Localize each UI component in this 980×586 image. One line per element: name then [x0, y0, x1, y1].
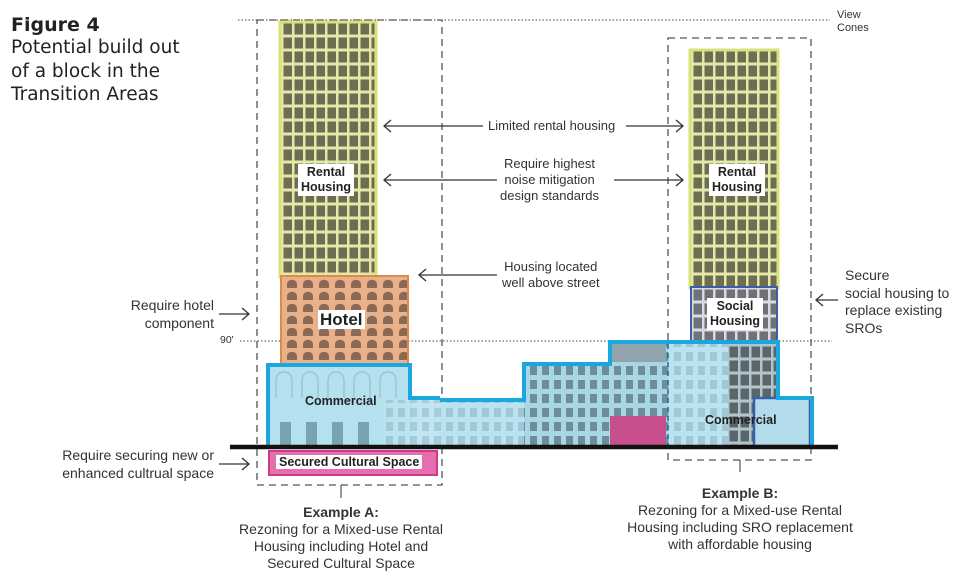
view-cones-label-line: Cones	[837, 22, 869, 34]
annotation-line: enhanced cultrual space	[62, 465, 214, 481]
label-line: Rental	[306, 165, 346, 179]
annotation-line: design standards	[500, 188, 600, 203]
limited-rental-arrows	[383, 119, 684, 133]
commercial-b-label: Commercial	[705, 413, 777, 427]
annotation-line: Require hotel	[130, 297, 214, 313]
label-line: Social	[716, 299, 754, 313]
example-a-title: Example A:	[303, 504, 379, 520]
figure-number: Figure 4	[11, 14, 100, 36]
noise-mitigation-arrows	[383, 173, 684, 187]
rental-housing-a-label: Rental Housing	[298, 164, 354, 196]
existing-cultural-storefront	[610, 416, 666, 446]
commercial-a-label: Commercial	[305, 394, 377, 408]
example-b-title: Example B:	[701, 485, 779, 501]
social-housing-label: Social Housing	[707, 298, 763, 330]
example-a-line: Rezoning for a Mixed-use Rental	[239, 521, 443, 537]
annotation-line: SROs	[845, 319, 883, 336]
housing-above-street-arrow	[418, 268, 497, 282]
commercial-a-outline	[266, 363, 440, 446]
figure-subtitle-line: of a block in the	[11, 60, 161, 82]
annotation-line: Housing located	[504, 259, 598, 274]
commercial-a-doors	[280, 422, 369, 446]
hotel-component-annotation: Require hotel component	[108, 296, 214, 332]
commercial-a-arches	[275, 371, 397, 398]
example-b-line: Housing including SRO replacement	[627, 519, 853, 535]
example-b-line: with affordable housing	[668, 536, 812, 552]
example-a-line: Secured Cultural Space	[267, 555, 415, 571]
social-housing-annotation: Secure social housing to replace existin…	[845, 267, 949, 337]
height-90-label: 90'	[220, 334, 234, 346]
label-line: Housing	[710, 314, 760, 328]
commercial-b-light	[668, 344, 728, 446]
example-a-caption: Example A: Rezoning for a Mixed-use Rent…	[221, 504, 461, 572]
mid-building	[524, 364, 610, 446]
figure-subtitle-line: Transition Areas	[11, 84, 159, 105]
hotel-component-arrow	[219, 307, 250, 321]
annotation-line: Secure	[845, 267, 890, 283]
label-line: Housing	[301, 180, 351, 194]
figure-title: Figure 4 Potential build out of a block …	[11, 14, 180, 107]
annotation-line: well above street	[502, 275, 600, 290]
annotation-line: Require highest	[503, 156, 596, 171]
label-line: Rental	[717, 165, 757, 179]
low-building	[440, 400, 524, 446]
view-cones-label: View Cones	[837, 9, 869, 35]
cultural-space-arrow	[219, 457, 250, 471]
noise-mitigation-annotation: Require highest noise mitigation design …	[500, 156, 599, 204]
annotation-line: social housing to	[845, 284, 950, 301]
rental-housing-b-label: Rental Housing	[709, 164, 765, 196]
annotation-line: replace existing	[845, 302, 943, 318]
secured-cultural-space-label: Secured Cultural Space	[276, 455, 423, 469]
cultural-space-annotation: Require securing new or enhanced cultrua…	[20, 446, 214, 482]
tower-a-rental-housing	[278, 20, 378, 279]
example-b-line: Rezoning for a Mixed-use Rental	[638, 502, 842, 518]
limited-rental-annotation: Limited rental housing	[488, 118, 616, 133]
annotation-line: component	[144, 315, 214, 331]
annotation-line: Require securing new or	[62, 447, 214, 463]
example-a-line: Housing including Hotel and	[253, 538, 429, 554]
example-b-caption: Example B: Rezoning for a Mixed-use Rent…	[610, 485, 870, 553]
annotation-line: noise mitigation	[504, 172, 595, 187]
hotel-label: Hotel	[318, 310, 365, 329]
social-housing-arrow	[815, 293, 838, 307]
commercial-street-outline	[440, 340, 814, 446]
label-line: Housing	[712, 180, 762, 194]
figure-subtitle-line: Potential build out	[11, 37, 180, 58]
housing-above-street-annotation: Housing located well above street	[502, 259, 600, 291]
view-cones-label-line: View	[837, 9, 861, 21]
